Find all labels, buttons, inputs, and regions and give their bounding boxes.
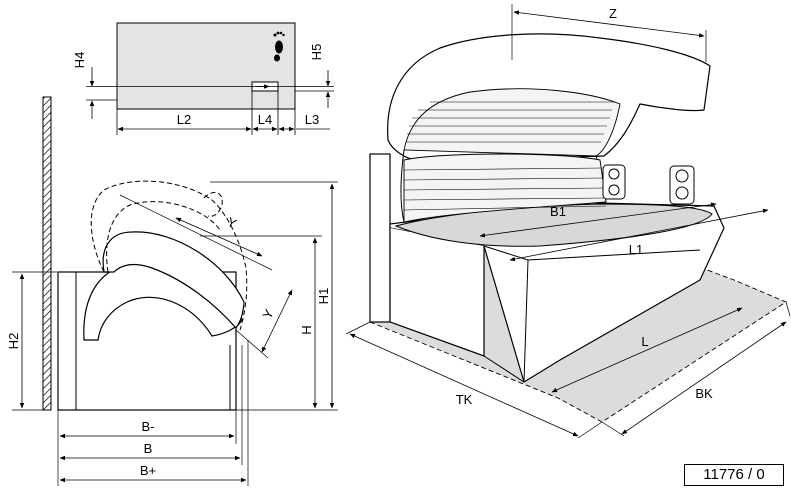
b-label: B <box>144 441 153 456</box>
side-canopy-open <box>102 231 245 329</box>
h2-label: H2 <box>6 333 21 350</box>
face-lamp-icon <box>669 165 695 205</box>
footprint-icon <box>273 31 285 62</box>
side-canopy-dashed <box>90 180 248 331</box>
bk-label: BK <box>695 386 713 401</box>
l4-label: L4 <box>258 112 272 127</box>
wall-hatch <box>42 96 52 411</box>
y-label-top: Y <box>225 214 239 231</box>
side-view: Y Y H2 H H1 B- B B+ <box>6 96 338 486</box>
z-label: Z <box>609 6 617 21</box>
plan-view: H4 H5 L2 L4 L3 <box>72 22 334 135</box>
b-minus-label: B- <box>142 419 155 434</box>
b-plus-label: B+ <box>140 463 156 478</box>
machine-column <box>369 153 391 323</box>
l-label: L <box>641 334 648 349</box>
tk-label: TK <box>456 392 473 407</box>
h4-label: H4 <box>72 52 87 69</box>
l2-label: L2 <box>177 112 191 127</box>
face-lamp-icon <box>602 164 626 200</box>
l1-label: L1 <box>629 242 643 257</box>
h1-label: H1 <box>316 288 331 305</box>
y-label-bottom: Y <box>259 306 276 321</box>
h-label: H <box>299 325 314 334</box>
h5-label: H5 <box>309 44 324 61</box>
l3-label: L3 <box>305 112 319 127</box>
perspective-view: Z B1 L1 L TK BK <box>345 4 791 439</box>
reference-number: 11776 / 0 <box>684 464 784 486</box>
plan-panel <box>116 22 296 110</box>
b1-label: B1 <box>550 204 566 219</box>
